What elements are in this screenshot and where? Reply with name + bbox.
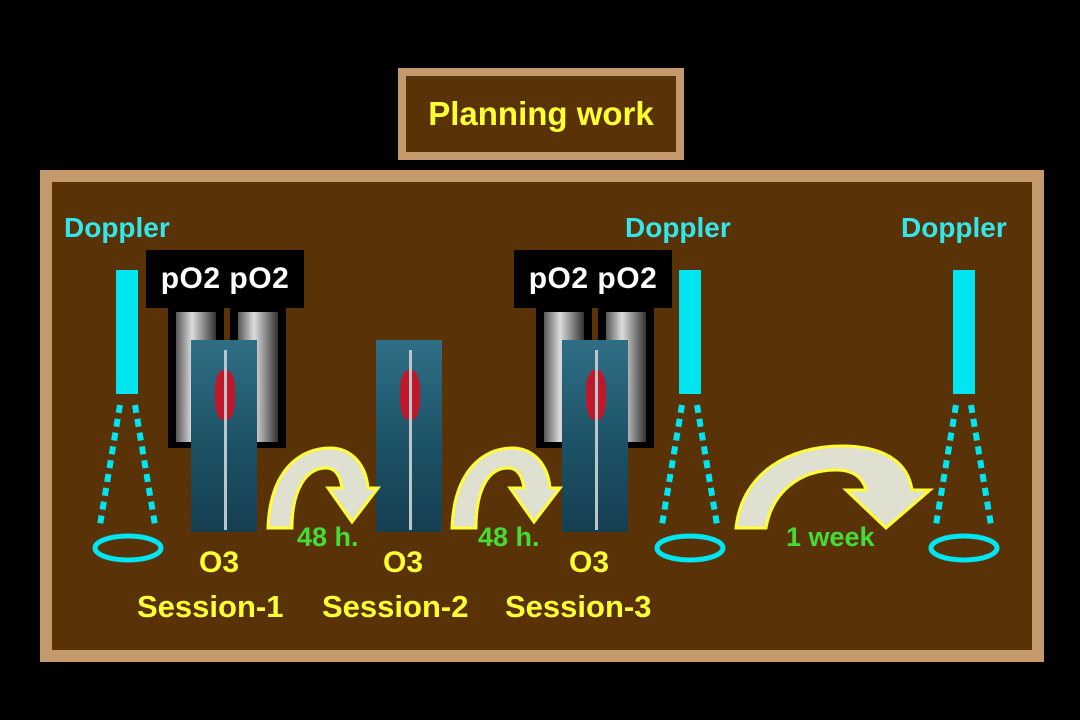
o3-label-3: O3	[569, 546, 610, 579]
doppler-probe-2	[679, 270, 701, 394]
ozone-bag-image-2	[376, 340, 442, 532]
po2-label-2: pO2 pO2	[514, 250, 672, 308]
doppler-probe-3	[953, 270, 975, 394]
o3-label-2: O3	[383, 546, 424, 579]
doppler-beam-3	[928, 404, 1000, 563]
title-box: Planning work	[398, 68, 684, 160]
doppler-beam-2	[654, 404, 726, 563]
doppler-ring-3	[928, 533, 1000, 563]
interval-arrow-1	[266, 446, 382, 530]
session-label-3: Session-3	[505, 589, 652, 624]
doppler-probe-1	[116, 270, 138, 394]
session-label-2: Session-2	[322, 589, 469, 624]
doppler-beam-1	[92, 404, 164, 563]
o3-label-1: O3	[199, 546, 240, 579]
session-label-1: Session-1	[137, 589, 284, 624]
page-title: Planning work	[406, 76, 676, 152]
po2-label-1: pO2 pO2	[146, 250, 304, 308]
interval-label-2: 48 h.	[478, 522, 540, 552]
doppler-ring-2	[654, 533, 726, 563]
ozone-bag-image-1	[191, 340, 257, 532]
interval-arrow-2	[450, 446, 564, 530]
interval-label-1: 48 h.	[297, 522, 359, 552]
doppler-label-2: Doppler	[625, 212, 731, 243]
doppler-label-1: Doppler	[64, 212, 170, 243]
doppler-ring-1	[92, 533, 164, 563]
ozone-bag-image-3	[562, 340, 628, 532]
interval-arrow-3	[734, 444, 935, 531]
interval-label-3: 1 week	[786, 522, 875, 552]
doppler-label-3: Doppler	[901, 212, 1007, 243]
